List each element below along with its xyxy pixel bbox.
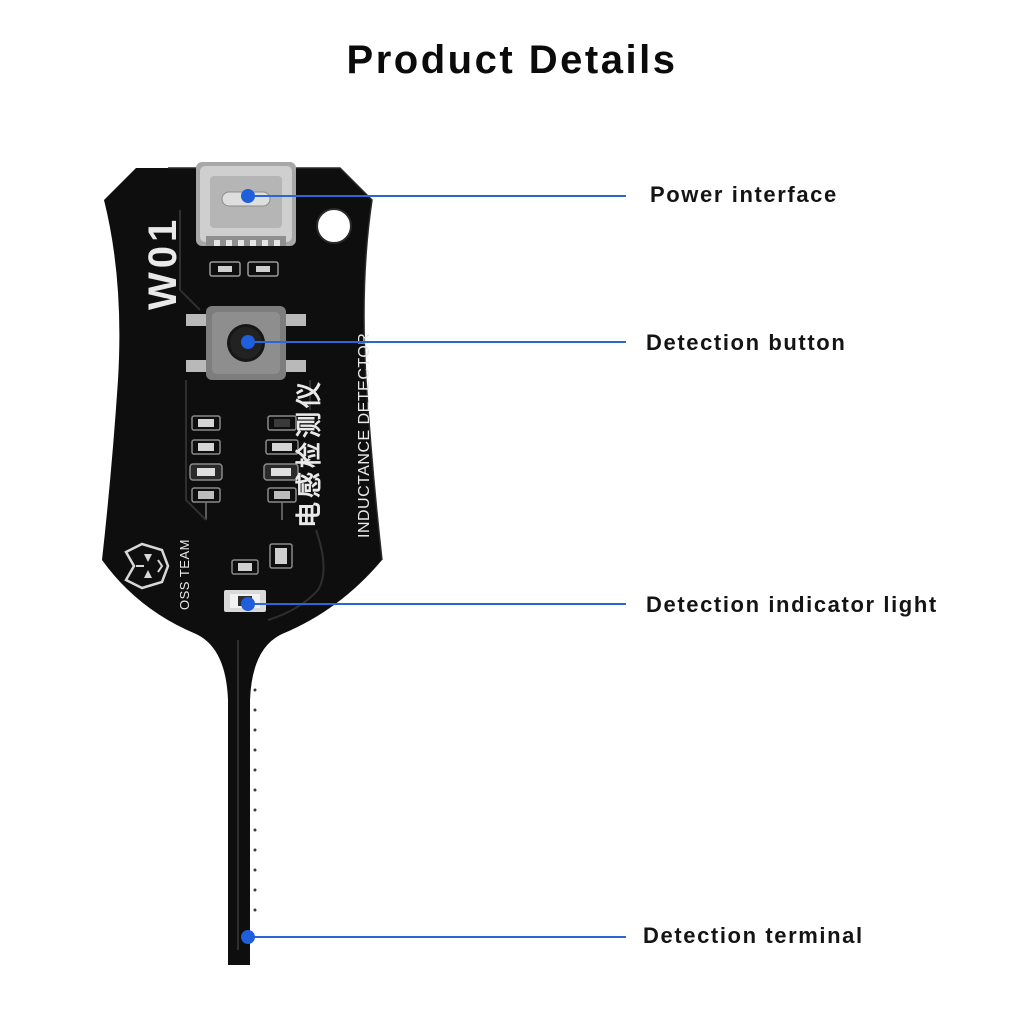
brand-label: OSS TEAM — [177, 539, 192, 610]
right-components — [263, 415, 299, 569]
tiger-head-logo-icon — [124, 542, 170, 590]
callout-label-detection-terminal: Detection terminal — [643, 923, 864, 948]
callout-label-detection-button: Detection button — [646, 330, 847, 355]
callout-dot-terminal — [241, 930, 255, 944]
usb-c-port — [196, 162, 296, 246]
model-label: W01 — [141, 216, 185, 310]
left-components — [189, 415, 223, 520]
callout-dot-indicator — [241, 597, 255, 611]
callout-lines — [241, 189, 626, 944]
callout-dot-power — [241, 189, 255, 203]
callout-label-detection-indicator-light: Detection indicator light — [646, 592, 938, 617]
mounting-hole — [317, 209, 351, 243]
product-name-en: INDUCTANCE DETECTOR — [356, 333, 373, 538]
page-title: Product Details — [346, 38, 678, 82]
callout-label-power-interface: Power interface — [650, 182, 838, 207]
product-name-cn: 电感检测仪 — [294, 378, 324, 528]
callout-dot-button — [241, 335, 255, 349]
